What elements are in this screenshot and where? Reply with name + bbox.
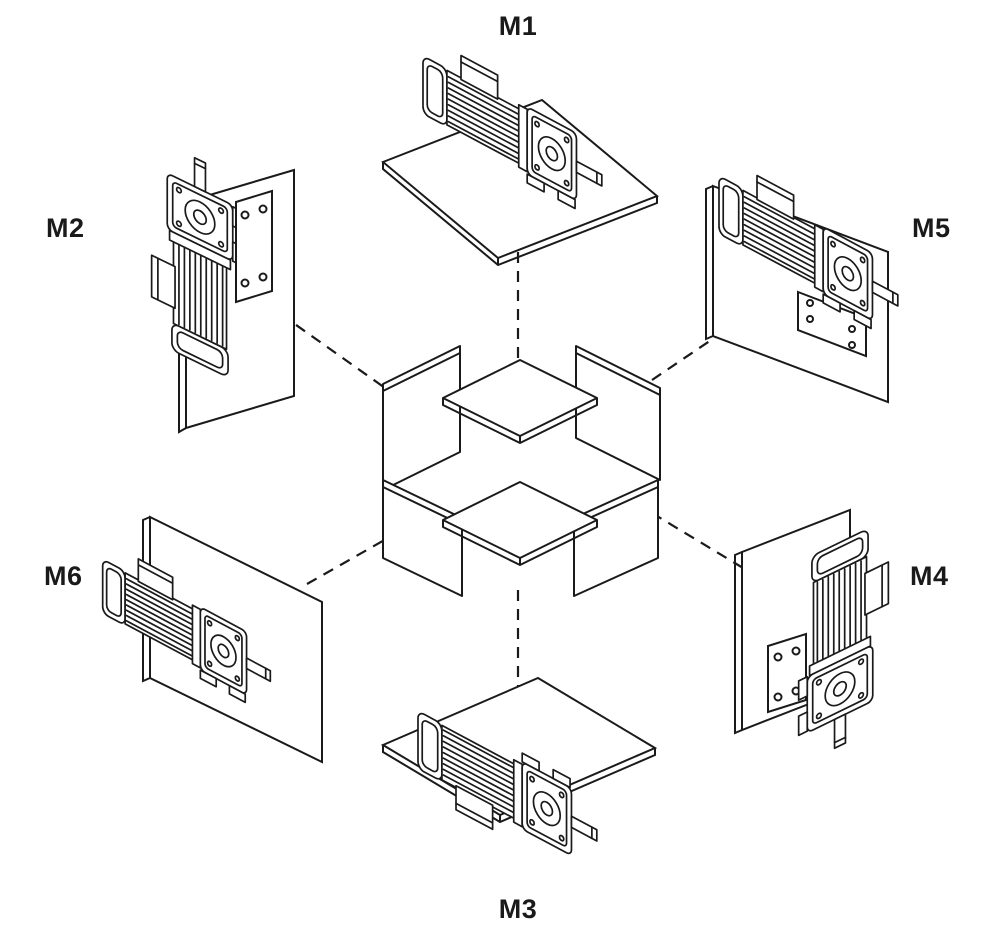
cube-wall-edge <box>382 352 461 392</box>
label-m3: M3 <box>498 894 538 924</box>
cube-wall-lower-right <box>573 479 659 597</box>
bolt-icon <box>806 315 814 323</box>
mounting-plate-m3-rim <box>382 745 656 824</box>
bolt-icon <box>791 646 801 656</box>
bolt-icon <box>773 692 783 702</box>
center-cube <box>382 345 661 597</box>
mounting-plate-m4-edge <box>734 551 743 735</box>
mounting-plate-m5-edge <box>705 185 714 341</box>
label-m6: M6 <box>44 561 83 591</box>
label-m5: M5 <box>912 213 951 243</box>
position-m2 <box>150 135 295 434</box>
cube-bottom-plate-rim <box>442 520 598 566</box>
bolt-icon <box>258 204 268 214</box>
bolt-icon <box>848 325 856 333</box>
bolt-icon <box>240 278 250 288</box>
position-m5 <box>705 154 899 404</box>
position-m4 <box>734 508 890 767</box>
mounting-plate-m1-rim <box>382 162 658 267</box>
bolt-icon <box>258 272 268 282</box>
mounting-bracket-m5 <box>797 290 867 358</box>
bolt-icon <box>240 210 250 220</box>
cube-top-plate-rim <box>442 398 598 444</box>
label-m4: M4 <box>910 561 949 591</box>
cube-wall-lower-left <box>382 479 463 597</box>
position-m6 <box>101 515 323 764</box>
position-m1 <box>381 34 659 267</box>
cube-wall-edge <box>575 352 661 396</box>
mounting-bracket-m4 <box>767 632 807 714</box>
position-m3 <box>380 676 658 886</box>
bolt-icon <box>773 652 783 662</box>
bolt-icon <box>806 299 814 307</box>
label-m2: M2 <box>46 213 85 243</box>
label-m1: M1 <box>498 11 538 41</box>
bolt-icon <box>848 341 856 349</box>
